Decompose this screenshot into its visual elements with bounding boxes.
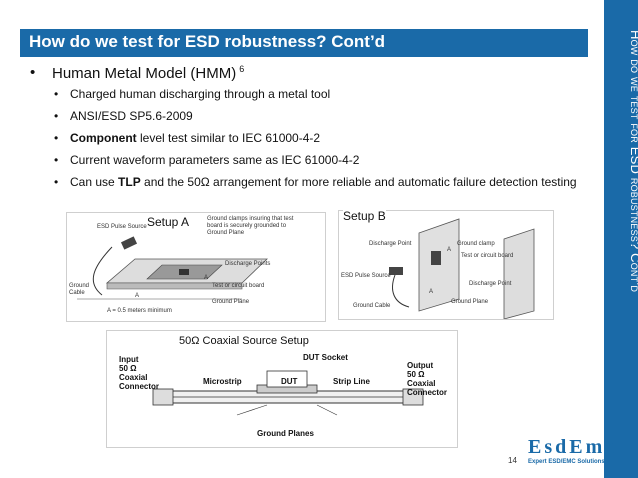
input-connector-label: Input 50 Ω Coaxial Connector	[119, 355, 159, 391]
main-bullet: Human Metal Model (HMM)6	[28, 64, 588, 82]
logo-name: EsdEmc	[528, 436, 618, 458]
ground-plane-label: Ground Plane	[212, 299, 250, 305]
setup-b-drawing	[389, 218, 535, 320]
discharge-points-label: Discharge Points	[225, 261, 271, 267]
sub-bullet: Can use TLP and the 50Ω arrangement for …	[28, 174, 588, 190]
page-number: 14	[508, 456, 517, 465]
logo-tagline: Expert ESD/EMC Solutions	[528, 459, 605, 465]
a-label: A	[204, 275, 209, 281]
setup-a-diagram: ESD Pulse Source Ground clamps insuring …	[66, 212, 326, 322]
ground-cable-label: Ground Cable	[69, 283, 90, 296]
esdemc-logo: EsdEmc Expert ESD/EMC Solutions	[528, 436, 618, 465]
coax-drawing	[152, 370, 424, 416]
discharge-point2-label: Discharge Point	[469, 281, 512, 287]
setup-a-drawing	[77, 236, 268, 300]
side-bar: How do we test for ESD robustness? Cont’…	[604, 0, 638, 478]
pulse-source-label: ESD Pulse Source	[341, 273, 391, 279]
setup-a-title: Setup A	[147, 215, 190, 229]
discharge-point-label: Discharge Point	[369, 241, 412, 247]
microstrip-label: Microstrip	[203, 377, 242, 386]
dut-socket-label: DUT Socket	[303, 353, 348, 362]
setup-b-diagram: Discharge Point Ground clamp A Test or c…	[338, 209, 554, 320]
ground-plane-label: Ground Plane	[451, 299, 489, 305]
a1-label: A	[447, 247, 452, 253]
coax-title: 50Ω Coaxial Source Setup	[179, 335, 309, 347]
a-dimension-label: A	[135, 293, 140, 299]
sub-bullet-text: ANSI/ESD SP5.6-2009	[70, 109, 193, 123]
main-bullet-superscript: 6	[239, 64, 245, 74]
a2-label: A	[429, 289, 434, 295]
main-bullet-text: Human Metal Model (HMM)	[52, 65, 237, 82]
output-connector-label: Output 50 Ω Coaxial Connector	[407, 361, 447, 397]
sub-bullet-pre: Can use	[70, 175, 119, 189]
pulse-source-label: ESD Pulse Source	[97, 224, 147, 230]
test-board-label: Test or circuit board	[212, 283, 265, 289]
slide-title: How do we test for ESD robustness? Cont’…	[29, 32, 386, 51]
sub-bullet-bold: TLP	[118, 175, 141, 189]
sub-bullet-text: level test similar to IEC 61000-4-2	[136, 131, 321, 145]
strip-line-label: Strip Line	[333, 377, 370, 386]
sub-bullet: Component level test similar to IEC 6100…	[28, 130, 588, 146]
sub-bullet: ANSI/ESD SP5.6-2009	[28, 108, 588, 124]
dut-label: DUT	[281, 377, 298, 386]
bullet-content: Human Metal Model (HMM)6 Charged human d…	[28, 64, 588, 196]
test-board-label: Test or circuit board	[461, 253, 514, 259]
coax-diagram: 50Ω Coaxial Source Setup Input 50 Ω Coax…	[106, 330, 458, 448]
setup-b-title: Setup B	[343, 209, 386, 223]
sub-bullet-bold: Component	[70, 131, 137, 145]
ground-planes-label: Ground Planes	[257, 429, 314, 438]
sub-bullet-text: Charged human discharging through a meta…	[70, 87, 331, 101]
title-bar: How do we test for ESD robustness? Cont’…	[20, 29, 588, 57]
a-definition-label: A = 0.5 meters minimum	[107, 308, 172, 314]
sub-bullet: Charged human discharging through a meta…	[28, 86, 588, 102]
ground-cable-label: Ground Cable	[353, 303, 391, 309]
sub-bullet-text: and the 50Ω arrangement for more reliabl…	[140, 175, 577, 189]
sub-bullet: Current waveform parameters same as IEC …	[28, 152, 588, 168]
sub-bullet-text: Current waveform parameters same as IEC …	[70, 153, 360, 167]
ground-clamp-label: Ground clamp	[457, 241, 495, 247]
clamps-label: Ground clamps insuring that test board i…	[207, 216, 294, 236]
side-title: How do we test for ESD robustness? Cont’…	[628, 30, 638, 293]
